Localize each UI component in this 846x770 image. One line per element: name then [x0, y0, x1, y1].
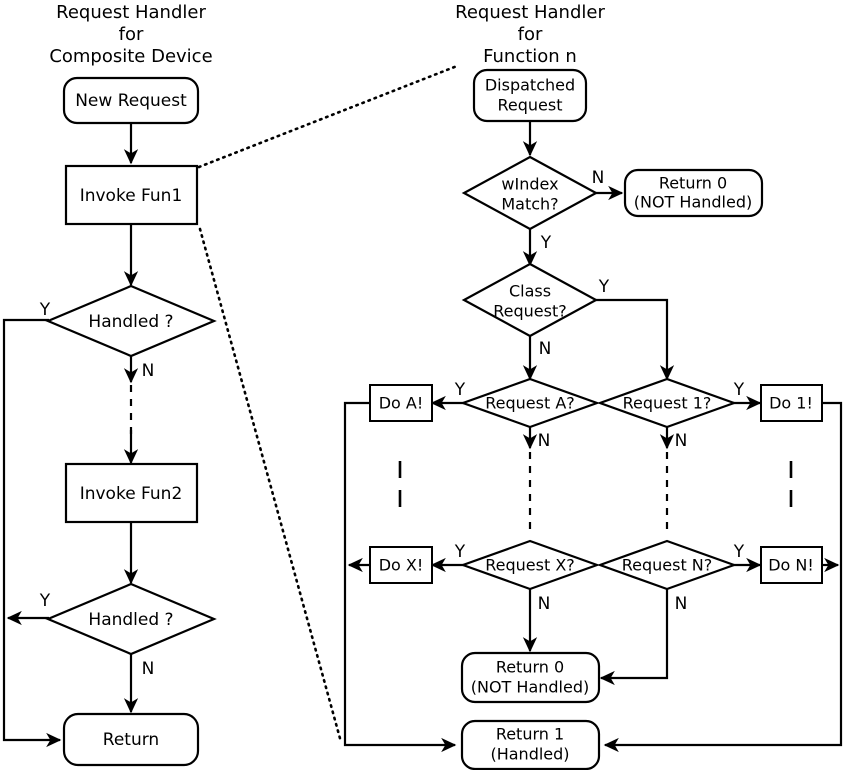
node-return-left-label: Return	[103, 730, 159, 750]
node-class-request-line1: Class	[509, 282, 551, 301]
node-windex-match-line2: Match?	[501, 195, 558, 214]
node-do-a-label: Do A!	[379, 394, 424, 413]
label-class-yes: Y	[598, 277, 610, 297]
node-dispatched-request-line1: Dispatched	[485, 76, 575, 95]
node-class-request-line2: Request?	[493, 302, 566, 321]
node-invoke-fun2-label: Invoke Fun2	[80, 484, 183, 504]
label-class-no: N	[539, 339, 552, 359]
node-request-1-label: Request 1?	[623, 394, 712, 413]
label-windex-yes: Y	[540, 233, 552, 253]
label-windex-no: N	[592, 168, 605, 188]
label-reqn-no: N	[675, 594, 688, 614]
node-do-n[interactable]: Do N!	[760, 546, 823, 584]
label-reqx-no: N	[538, 594, 551, 614]
node-handled-1-label: Handled ?	[88, 312, 173, 332]
node-request-x-label: Request X?	[485, 556, 575, 575]
node-return-one-line2: (Handled)	[490, 745, 569, 764]
edge-handled1-yes-bus	[2, 318, 62, 748]
node-do-1-label: Do 1!	[769, 394, 813, 413]
node-do-n-label: Do N!	[768, 556, 814, 575]
node-return-zero-bottom-line1: Return 0	[496, 658, 564, 677]
title-right-line3: Function n	[483, 46, 577, 67]
node-return-one-line1: Return 1	[496, 725, 564, 744]
node-return-zero-bottom-line2: (NOT Handled)	[471, 678, 589, 697]
node-return-one[interactable]: Return 1 (Handled)	[460, 719, 601, 770]
title-right: Request Handler for Function n	[455, 2, 605, 67]
node-invoke-fun1-label: Invoke Fun1	[80, 186, 183, 206]
node-do-x[interactable]: Do X!	[369, 546, 433, 584]
node-dispatched-request[interactable]: Dispatched Request	[472, 68, 588, 123]
title-left-line1: Request Handler	[56, 2, 206, 23]
node-return-left[interactable]: Return	[62, 712, 200, 767]
edge-reqn-no-to-return0bottom	[599, 589, 669, 686]
node-new-request-label: New Request	[75, 91, 187, 111]
node-return-zero-top[interactable]: Return 0 (NOT Handled)	[623, 168, 764, 218]
title-left-line3: Composite Device	[49, 46, 212, 67]
node-return-zero-top-line1: Return 0	[659, 174, 727, 193]
node-class-request[interactable]: Class Request?	[461, 262, 599, 338]
label-req1-no: N	[675, 431, 688, 451]
label-req1-yes: Y	[733, 380, 745, 400]
node-invoke-fun2[interactable]: Invoke Fun2	[64, 462, 199, 524]
node-request-n-label: Request N?	[622, 556, 713, 575]
title-right-line1: Request Handler	[455, 2, 605, 23]
callout-dotted-line-bottom	[198, 227, 343, 744]
label-handled2-no: N	[142, 659, 155, 679]
node-return-zero-bottom[interactable]: Return 0 (NOT Handled)	[460, 651, 601, 704]
node-invoke-fun1[interactable]: Invoke Fun1	[64, 164, 199, 226]
node-new-request[interactable]: New Request	[62, 76, 200, 125]
node-request-1[interactable]: Request 1?	[596, 377, 738, 429]
callout-dotted-line-top	[197, 64, 459, 169]
title-left: Request Handler for Composite Device	[49, 2, 212, 67]
node-request-a-label: Request A?	[485, 394, 575, 413]
node-do-a[interactable]: Do A!	[369, 384, 433, 422]
node-do-x-label: Do X!	[379, 556, 424, 575]
label-reqa-no: N	[538, 431, 551, 451]
label-reqn-yes: Y	[733, 542, 745, 562]
node-do-1[interactable]: Do 1!	[760, 384, 823, 422]
label-reqa-yes: Y	[454, 380, 466, 400]
node-return-zero-top-line2: (NOT Handled)	[634, 193, 752, 212]
node-dispatched-request-line2: Request	[498, 96, 563, 115]
title-right-line2: for	[518, 24, 543, 45]
node-handled-2[interactable]: Handled ?	[45, 582, 217, 656]
node-request-n[interactable]: Request N?	[596, 539, 738, 591]
label-handled1-no: N	[142, 361, 155, 381]
node-handled-1[interactable]: Handled ?	[45, 284, 217, 358]
edge-left-bus-to-return1	[343, 401, 457, 753]
label-handled1-yes: Y	[39, 300, 51, 320]
node-request-x[interactable]: Request X?	[459, 539, 601, 591]
edge-class-yes-to-req1	[595, 298, 675, 381]
edge-right-bus-to-return1	[603, 401, 843, 753]
node-windex-match[interactable]: wIndex Match?	[461, 155, 599, 231]
label-handled2-yes: Y	[39, 591, 51, 611]
label-reqx-yes: Y	[454, 542, 466, 562]
node-request-a[interactable]: Request A?	[459, 377, 601, 429]
node-handled-2-label: Handled ?	[88, 610, 173, 630]
title-left-line2: for	[119, 24, 144, 45]
node-windex-match-line1: wIndex	[501, 175, 558, 194]
